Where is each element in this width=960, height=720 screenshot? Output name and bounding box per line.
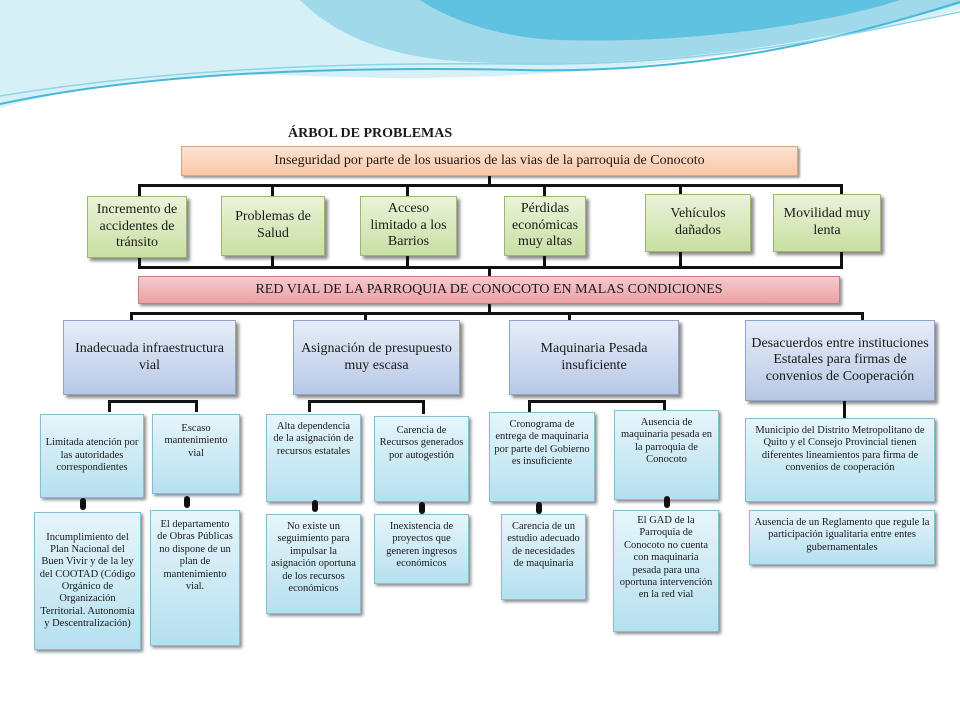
root-cause-box: Ausencia de un Reglamento que regule la …	[749, 510, 935, 565]
connector-line	[861, 312, 864, 322]
top-problem-box: Inseguridad por parte de los usuarios de…	[181, 146, 798, 176]
sub-cause-box: Limitada atención por las autoridades co…	[40, 414, 144, 498]
connector-dot	[536, 502, 542, 514]
problem-tree-canvas: ÁRBOL DE PROBLEMAS Inseguridad por parte…	[33, 110, 936, 655]
core-problem-box: RED VIAL DE LA PARROQUIA DE CONOCOTO EN …	[138, 276, 840, 304]
connector-line	[488, 176, 491, 186]
connector-line	[138, 184, 141, 198]
connector-line	[488, 266, 491, 276]
root-cause-box: El GAD de la Parroquia de Conocoto no cu…	[613, 510, 719, 632]
connector-dot	[664, 496, 670, 508]
connector-line	[843, 401, 846, 421]
connector-line	[840, 252, 843, 268]
connector-line	[308, 400, 311, 412]
root-cause-box: Incumplimiento del Plan Nacional del Bue…	[34, 512, 141, 650]
connector-line	[130, 312, 133, 322]
root-cause-box: El departamento de Obras Públicas no dis…	[150, 510, 240, 646]
decorative-waves	[0, 0, 960, 108]
connector-line	[528, 400, 531, 412]
cause-box: Maquinaria Pesada insuficiente	[509, 320, 679, 395]
root-cause-box: Inexistencia de proyectos que generen in…	[374, 514, 469, 584]
connector-line	[308, 400, 425, 403]
connector-line	[840, 184, 843, 198]
connector-line	[271, 256, 274, 268]
sub-cause-box: Alta dependencia de la asignación de rec…	[266, 414, 361, 502]
connector-line	[406, 184, 409, 198]
connector-line	[271, 184, 274, 198]
effect-box: Incremento de accidentes de tránsito	[87, 196, 187, 258]
sub-cause-box: Escaso mantenimiento vial	[152, 414, 240, 494]
sub-cause-box: Carencia de Recursos generados por autog…	[374, 416, 469, 502]
connector-line	[422, 400, 425, 414]
connector-line	[108, 400, 111, 412]
sub-cause-box: Municipio del Distrito Metropolitano de …	[745, 418, 935, 502]
connector-line	[679, 184, 682, 198]
connector-line	[543, 256, 546, 268]
diagram-title: ÁRBOL DE PROBLEMAS	[288, 126, 453, 141]
root-cause-box: No existe un seguimiento para impulsar l…	[266, 514, 361, 614]
effect-box: Problemas de Salud	[221, 196, 325, 256]
cause-box: Asignación de presupuesto muy escasa	[293, 320, 460, 395]
cause-box: Inadecuada infraestructura vial	[63, 320, 236, 395]
effect-box: Pérdidas económicas muy altas	[504, 196, 586, 256]
effect-box: Movilidad muy lenta	[773, 194, 881, 252]
connector-line	[138, 258, 141, 268]
sub-cause-box: Cronograma de entrega de maquinaria por …	[489, 412, 595, 502]
connector-line	[488, 304, 491, 314]
sub-cause-box: Ausencia de maquinaria pesada en la parr…	[614, 410, 719, 500]
root-cause-box: Carencia de un estudio adecuado de neces…	[501, 514, 586, 600]
connector-dot	[80, 498, 86, 510]
connector-line	[108, 400, 198, 403]
effect-box: Acceso limitado a los Barrios	[360, 196, 457, 256]
connector-dot	[184, 496, 190, 508]
connector-line	[195, 400, 198, 412]
connector-line	[130, 312, 864, 315]
connector-dot	[419, 502, 425, 514]
connector-line	[568, 312, 571, 322]
connector-line	[663, 400, 666, 410]
cause-box: Desacuerdos entre instituciones Estatale…	[745, 320, 935, 401]
connector-line	[138, 184, 843, 187]
connector-line	[528, 400, 666, 403]
effect-box: Vehículos dañados	[645, 194, 751, 252]
connector-line	[679, 252, 682, 268]
connector-line	[543, 184, 546, 198]
connector-line	[406, 256, 409, 268]
connector-dot	[312, 500, 318, 512]
connector-line	[364, 312, 367, 322]
